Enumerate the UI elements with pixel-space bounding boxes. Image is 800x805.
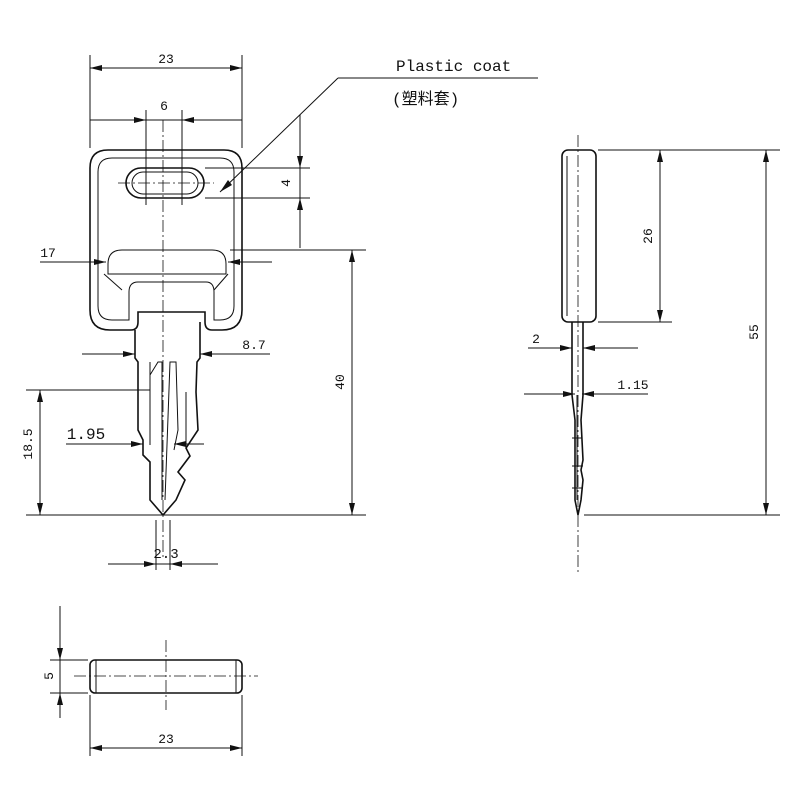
arrowhead: [349, 250, 355, 262]
front-view: 23 6 4 Plastic coat (塑料套) 17 8.7: [21, 52, 538, 570]
arrowhead: [174, 441, 186, 447]
arrowhead: [228, 259, 240, 265]
dim-slot-height: 4: [279, 179, 294, 187]
arrowhead: [297, 198, 303, 210]
arrowhead: [134, 117, 146, 123]
arrowhead: [182, 117, 194, 123]
callout-label-en: Plastic coat: [396, 58, 511, 76]
blade-outline: [134, 322, 201, 517]
arrowhead: [200, 351, 212, 357]
side-head-outline: [561, 149, 597, 323]
dim-bottom-width: 23: [158, 732, 174, 747]
dim-inner-width: 17: [40, 246, 56, 261]
arrowhead: [220, 180, 232, 192]
side-blade-outline: [571, 322, 584, 516]
head-outer-outline: [89, 149, 243, 331]
callout-label-zh: (塑料套): [392, 90, 459, 109]
arrowhead: [57, 693, 63, 705]
arrowhead: [90, 65, 102, 71]
dim-cut-step: 1.95: [67, 426, 105, 444]
arrowhead: [131, 441, 143, 447]
arrowhead: [94, 259, 106, 265]
arrowhead: [57, 648, 63, 660]
arrowhead: [123, 351, 135, 357]
dim-bottom-thickness: 5: [42, 672, 57, 680]
side-view: 26 55 2 1.15: [524, 135, 780, 572]
dim-total-length-side: 55: [747, 324, 762, 340]
arrowhead: [37, 390, 43, 402]
dim-head-width: 23: [158, 52, 174, 67]
arrowhead: [349, 503, 355, 515]
arrowhead: [563, 391, 575, 397]
arrowhead: [37, 503, 43, 515]
head-inner-outline: [97, 157, 235, 321]
arrowhead: [297, 156, 303, 168]
recess-corner-left: [103, 273, 123, 291]
dim-tip-width: 2.3: [153, 547, 178, 563]
dim-blade-width: 8.7: [242, 338, 265, 353]
blade-groove-line-mid: [149, 361, 163, 500]
arrowhead: [657, 150, 663, 162]
arrowhead: [90, 745, 102, 751]
head-recess: [107, 249, 227, 275]
recess-corner-right: [213, 273, 229, 291]
arrowhead: [583, 345, 595, 351]
dim-slot-width: 6: [160, 99, 168, 114]
dim-length-from-shoulder: 40: [333, 374, 348, 390]
arrowhead: [763, 150, 769, 162]
arrowhead: [763, 503, 769, 515]
blade-groove-line-right: [164, 361, 179, 501]
dim-cut-depth-length: 18.5: [21, 428, 36, 459]
arrowhead: [144, 561, 156, 567]
arrowhead: [170, 561, 182, 567]
bottom-view: 5 23: [42, 606, 258, 756]
callout-leader: [219, 77, 339, 193]
arrowhead: [657, 310, 663, 322]
dim-head-length-side: 26: [641, 228, 656, 244]
arrowhead: [582, 391, 594, 397]
dim-blade-thickness: 2: [532, 332, 540, 347]
arrowhead: [230, 745, 242, 751]
arrowhead: [230, 65, 242, 71]
dim-groove-depth: 1.15: [617, 378, 648, 393]
arrowhead: [560, 345, 572, 351]
